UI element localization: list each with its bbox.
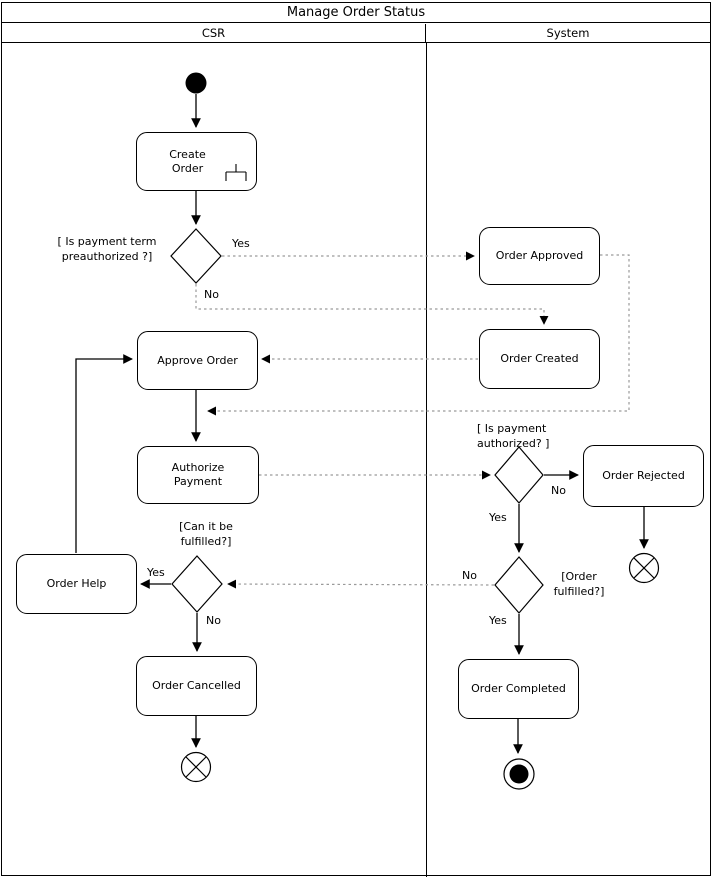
activity-label-approve-order: Approve Order <box>157 353 238 367</box>
label-preauth-no: No <box>204 288 219 301</box>
activity-label-create-order: Create Order <box>169 147 206 175</box>
label-fulfilled-yes: Yes <box>489 614 507 627</box>
activity-order-created: Order Created <box>479 329 600 389</box>
decision-order-fulfilled <box>494 556 544 614</box>
activity-approve-order: Approve Order <box>137 331 258 390</box>
decision-payment-preauthorized <box>170 228 222 284</box>
activity-order-help: Order Help <box>16 554 137 614</box>
guard-payment-authorized: [ Is payment authorized? ] <box>477 422 550 450</box>
activity-label-authorize-payment: Authorize Payment <box>171 461 225 488</box>
decision-payment-authorized <box>494 446 544 504</box>
decision-can-be-fulfilled <box>171 555 223 613</box>
lane-label-csr: CSR <box>201 26 226 40</box>
guard-order-fulfilled: [Order fulfilled?] <box>553 570 605 598</box>
activity-label-order-cancelled: Order Cancelled <box>152 679 241 692</box>
label-preauth-yes: Yes <box>232 237 250 250</box>
sub-activity-rake-icon <box>225 164 247 181</box>
lane-header-system: System <box>426 24 710 42</box>
activity-label-order-rejected: Order Rejected <box>602 469 685 482</box>
label-can-fulfill-no: No <box>206 614 221 627</box>
activity-create-order: Create Order <box>136 132 257 191</box>
activity-order-rejected: Order Rejected <box>583 445 704 507</box>
activity-label-order-completed: Order Completed <box>471 682 566 695</box>
flow-final-csr <box>180 751 212 783</box>
flow-final-system <box>628 552 660 584</box>
activity-label-order-approved: Order Approved <box>495 249 584 262</box>
edge-order-help-to-approve-order <box>75 354 133 553</box>
swimlane-headers: CSR System <box>2 24 710 43</box>
activity-order-approved: Order Approved <box>479 227 600 285</box>
edge-preauth-no-to-order-created <box>195 284 549 325</box>
activity-label-order-help: Order Help <box>46 577 107 590</box>
guard-payment-preauthorized: [ Is payment term preauthorized ?] <box>57 235 157 263</box>
label-fulfilled-no: No <box>462 569 477 582</box>
guard-can-be-fulfilled: [Can it be fulfilled?] <box>179 520 233 548</box>
lane-label-system: System <box>546 26 590 40</box>
activity-label-order-created: Order Created <box>500 352 579 365</box>
activity-order-completed: Order Completed <box>458 659 579 719</box>
label-can-fulfill-yes: Yes <box>147 566 165 579</box>
edge-fulfilled-no-to-fulfill-decision <box>227 579 495 589</box>
swimlane-divider <box>426 43 427 877</box>
initial-node <box>185 72 207 94</box>
label-auth-no: No <box>551 484 566 497</box>
diagram-title: Manage Order Status <box>286 5 426 20</box>
activity-authorize-payment: Authorize Payment <box>137 446 259 504</box>
activity-order-cancelled: Order Cancelled <box>136 656 257 716</box>
lane-header-csr: CSR <box>2 24 426 42</box>
diagram-title-bar: Manage Order Status <box>2 3 710 23</box>
label-auth-yes: Yes <box>489 511 507 524</box>
activity-final-node <box>503 758 535 790</box>
